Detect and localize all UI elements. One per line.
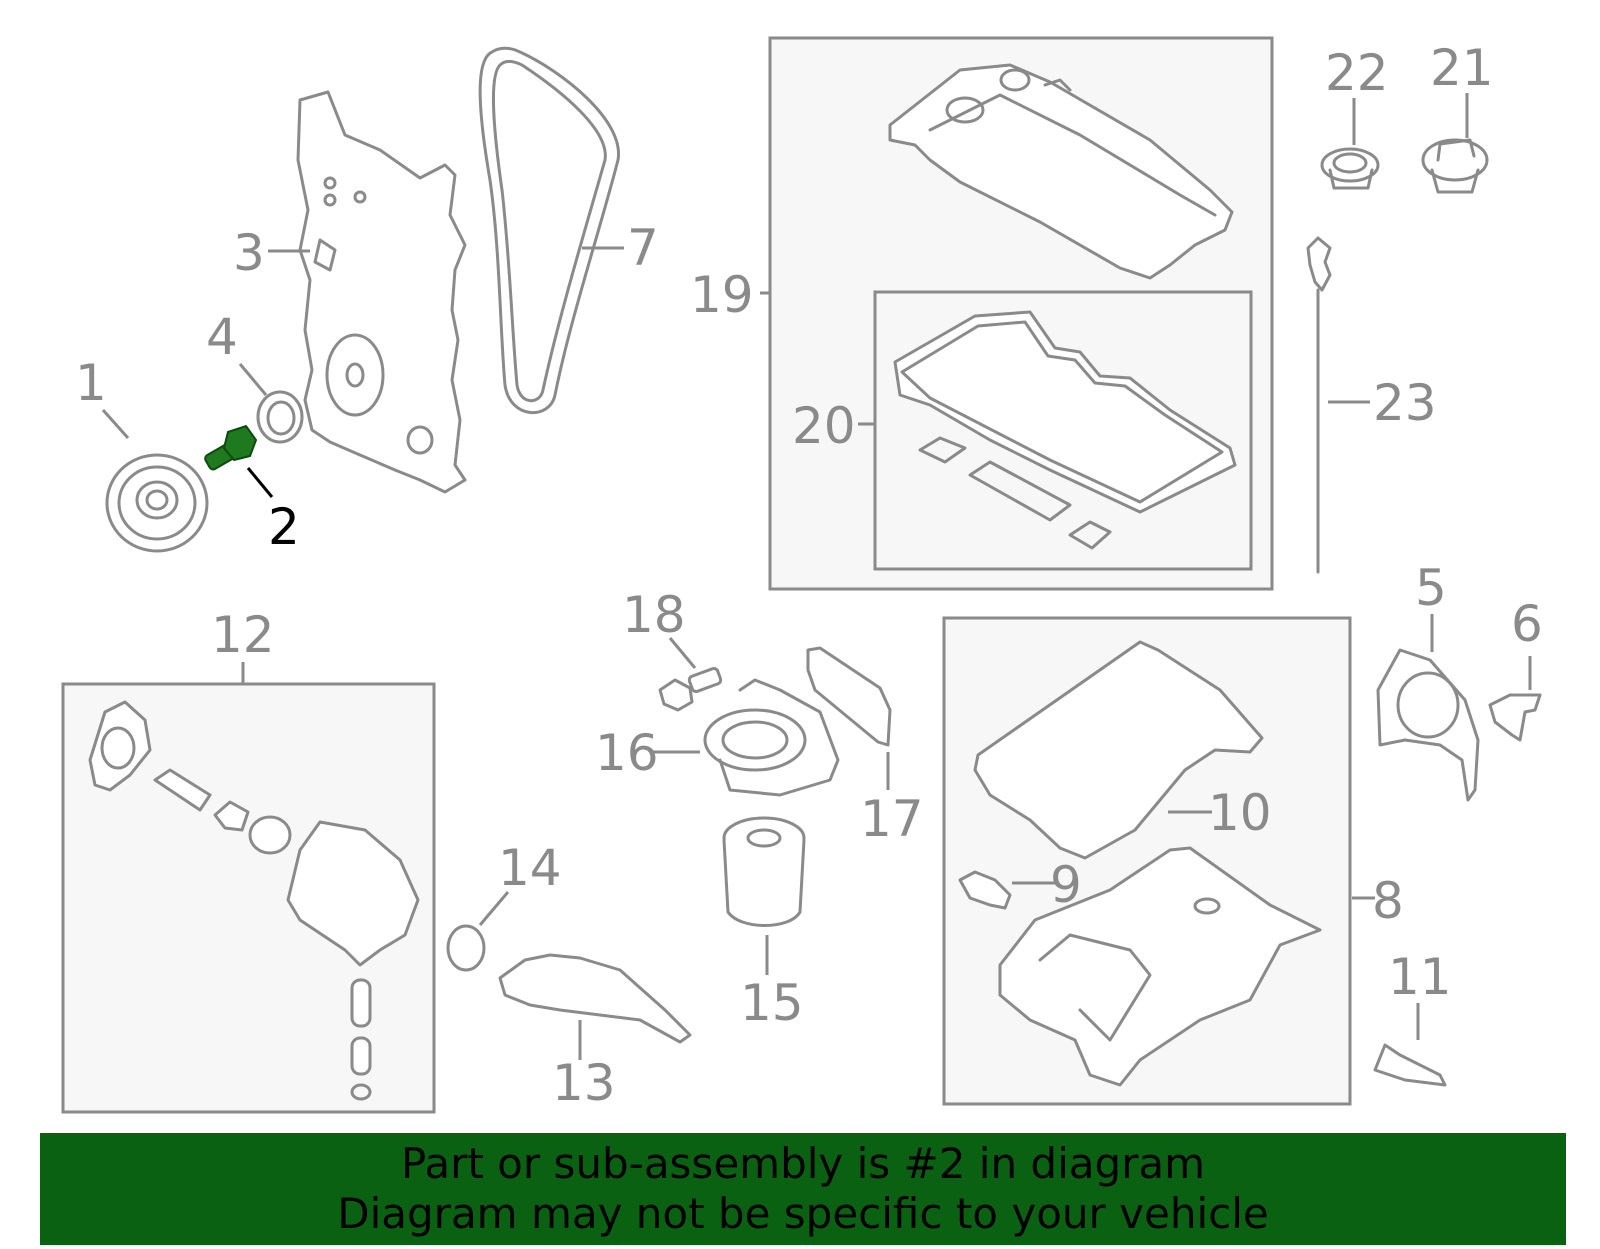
- callout-7: 7: [627, 219, 659, 277]
- callout-labels: 1 2 3 4 5 6 7 8 9 10 11 12 13 14 15 16 1…: [75, 39, 1543, 1112]
- oil-pan-gasket-part: [973, 640, 1264, 860]
- front-seal-part: [256, 390, 304, 444]
- oil-level-sensor-part: [958, 870, 1012, 910]
- callout-5: 5: [1415, 559, 1447, 617]
- leader-lines: [101, 93, 1532, 1060]
- cap-22-part: [1320, 147, 1380, 190]
- callout-20: 20: [792, 397, 856, 455]
- callout-10: 10: [1208, 784, 1272, 842]
- callout-17: 17: [860, 790, 924, 848]
- callout-14: 14: [498, 839, 562, 897]
- callout-22: 22: [1325, 44, 1389, 102]
- dipstick-part: [1306, 236, 1332, 574]
- oil-filter-part: [722, 816, 806, 927]
- callout-8: 8: [1372, 872, 1404, 930]
- part-info-banner: Part or sub-assembly is #2 in diagram Di…: [40, 1133, 1566, 1245]
- callout-15: 15: [740, 974, 804, 1032]
- part-6: [1488, 693, 1542, 742]
- valve-cover-gasket-part: [893, 310, 1237, 550]
- oil-pump-o-ring-part: [446, 924, 486, 972]
- callout-6: 6: [1511, 595, 1543, 653]
- pulley-bolt-part: [204, 424, 258, 471]
- oil-filter-adapter-gasket-part: [806, 646, 892, 747]
- callout-9: 9: [1050, 856, 1082, 914]
- oil-pan-part: [998, 846, 1322, 1087]
- rear-main-seal-housing-part: [1376, 648, 1480, 802]
- callout-1: 1: [75, 354, 107, 412]
- callout-13: 13: [552, 1054, 616, 1112]
- timing-cover-part: [296, 90, 467, 494]
- engine-parts-diagram: 1 2 3 4 5 6 7 8 9 10 11 12 13 14 15 16 1…: [61, 36, 1543, 1114]
- callout-4: 4: [206, 308, 238, 366]
- oil-filter-housing-bolt-part: [658, 666, 723, 712]
- callout-18: 18: [622, 586, 686, 644]
- callout-16: 16: [595, 724, 659, 782]
- callout-11: 11: [1388, 948, 1452, 1006]
- oil-filter-housing-part: [703, 678, 840, 797]
- oil-filler-cap-part: [1421, 138, 1489, 194]
- banner-line-1: Part or sub-assembly is #2 in diagram: [400, 1139, 1206, 1188]
- oil-pickup-part: [498, 953, 692, 1044]
- crankshaft-pulley-part: [105, 453, 209, 553]
- oil-pump-assembly-part: [88, 700, 420, 1101]
- callout-23: 23: [1373, 374, 1437, 432]
- callout-19: 19: [690, 266, 754, 324]
- drain-plug-part: [1373, 1043, 1447, 1087]
- callout-2: 2: [268, 498, 300, 556]
- timing-chain-part: [478, 46, 620, 415]
- callout-12: 12: [211, 606, 275, 664]
- callout-3: 3: [233, 224, 265, 282]
- valve-cover-part: [888, 63, 1234, 280]
- callout-21: 21: [1430, 39, 1494, 97]
- banner-line-2: Diagram may not be specific to your vehi…: [337, 1189, 1269, 1238]
